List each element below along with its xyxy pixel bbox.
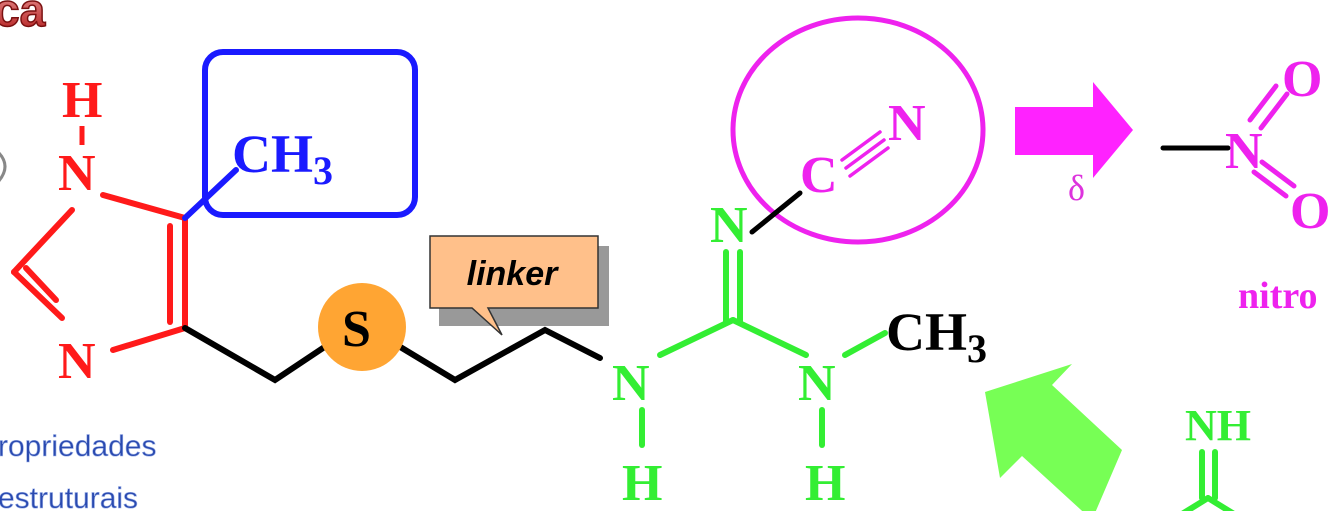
ring-methyl-group: CH3: [232, 124, 333, 193]
imidazole-n1: N: [58, 145, 96, 202]
logo-text: ca: [0, 0, 46, 36]
guanidine-n-left: N: [612, 355, 650, 412]
fragment-nh-double-bond: [1181, 449, 1235, 511]
guanidine-h-left: H: [622, 455, 662, 511]
n-methyl-subscript: 3: [967, 326, 987, 371]
nitro-o-bottom: O: [1290, 183, 1330, 240]
caption-line-2: estruturais: [0, 482, 138, 511]
nitro-bonds: [1247, 83, 1297, 199]
highlight-arrow: [985, 364, 1122, 511]
bond-n3-c2-double: [23, 265, 59, 303]
bond-c5-methyl: [182, 167, 239, 221]
nitrile-c: C: [800, 147, 838, 204]
caption-line-1: ropriedades: [0, 430, 156, 463]
bond-n3-c2: [11, 269, 65, 321]
linker-callout: linker: [429, 235, 609, 336]
bond-n-cn: [749, 190, 803, 235]
n-methyl-c: CH: [886, 302, 967, 362]
sulfur-highlight-circle: [318, 283, 406, 371]
bond-c4-n3: [110, 325, 188, 353]
guanidine-n-imine: N: [710, 197, 748, 254]
nitrile-highlight-circle: [730, 15, 986, 245]
logo: ca: [0, 0, 46, 37]
bond-n1-c5: [100, 192, 188, 221]
guanidine-n-right: N: [798, 355, 836, 412]
nitrile-n: N: [888, 95, 926, 152]
side-chain: [182, 325, 603, 384]
delta-symbol: δ: [1068, 168, 1085, 208]
fragment-nh: NH: [1185, 401, 1251, 450]
imidazole-ring: [11, 192, 188, 353]
nitro-label: nitro: [1238, 275, 1318, 317]
guanidine-bonds: [639, 249, 888, 448]
n-methyl-group: CH3: [886, 302, 987, 371]
nitro-o-top: O: [1282, 51, 1322, 108]
guanidine-h-right: H: [805, 455, 845, 511]
methyl-highlight-box: [202, 49, 418, 218]
nitrile-triple-bond: [840, 130, 890, 178]
linker-label: linker: [467, 255, 559, 293]
bond-c2-n1: [11, 207, 75, 275]
partial-ring-fragment: [0, 152, 7, 182]
ring-methyl-subscript: 3: [313, 148, 333, 193]
replacement-arrow: [1015, 82, 1133, 178]
nitro-n: N: [1225, 123, 1263, 180]
imidazole-h: H: [62, 72, 102, 129]
ring-methyl-c: CH: [232, 124, 313, 184]
imidazole-n3: N: [58, 333, 96, 390]
sulfur-atom: S: [342, 301, 371, 358]
